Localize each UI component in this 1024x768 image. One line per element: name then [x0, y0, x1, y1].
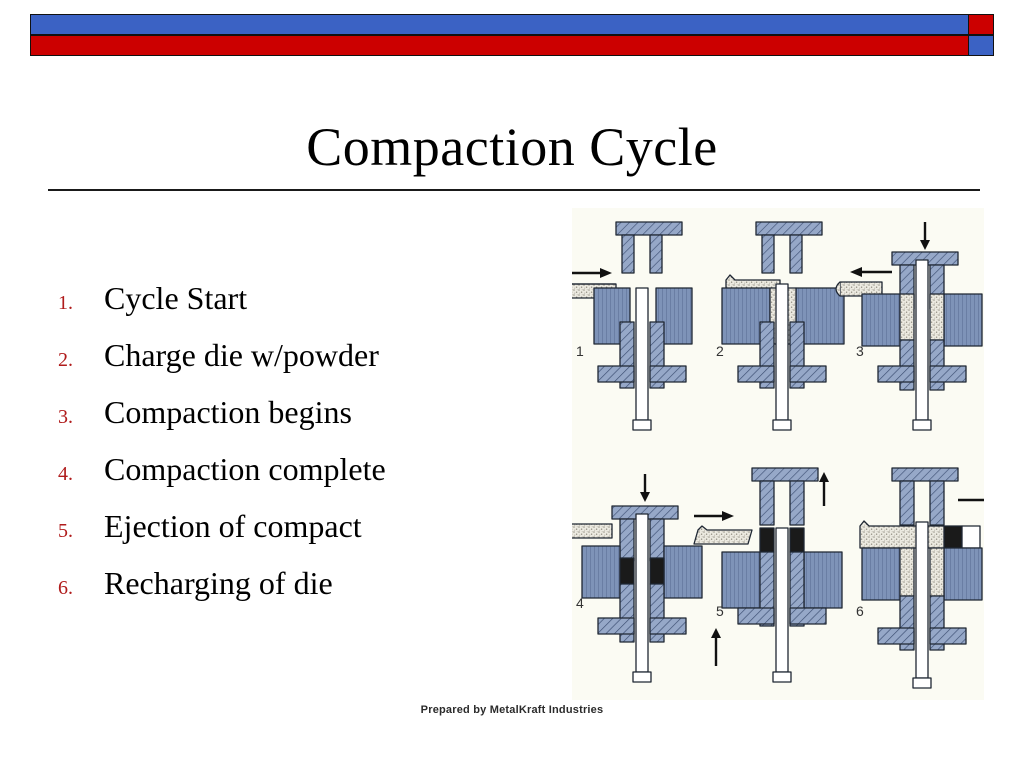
compaction-cycle-diagram: 1 2	[572, 208, 984, 700]
page-title: Compaction Cycle	[306, 117, 718, 177]
title-divider	[48, 189, 980, 191]
panel-3: 3	[835, 222, 983, 431]
arrow-core-up	[711, 628, 721, 666]
list-item-label: Cycle Start	[104, 280, 248, 316]
panel-number: 2	[716, 343, 724, 359]
arrow-shoe-right	[694, 511, 734, 521]
decorative-banner	[30, 14, 994, 58]
list-item-number: 4.	[58, 463, 73, 485]
list-item: 2. Charge die w/powder	[52, 337, 552, 394]
list-item-number: 1.	[58, 292, 73, 314]
list-item-number: 2.	[58, 349, 73, 371]
panel-number: 6	[856, 603, 864, 619]
list-item: 1. Cycle Start	[52, 280, 552, 337]
list-item-number: 6.	[58, 577, 73, 599]
list-item: 5. Ejection of compact	[52, 508, 552, 565]
panel-number: 1	[576, 343, 584, 359]
list-item-label: Ejection of compact	[104, 508, 362, 544]
compaction-step-list: 1. Cycle Start 2. Charge die w/powder 3.…	[52, 280, 552, 622]
panel-number: 5	[716, 603, 724, 619]
panel-number: 3	[856, 343, 864, 359]
list-item-label: Recharging of die	[104, 565, 333, 601]
list-item: 6. Recharging of die	[52, 565, 552, 622]
arrow-punch-right	[958, 498, 984, 502]
arrow-punch-down	[920, 222, 930, 250]
arrow-shoe-left	[850, 267, 892, 277]
banner-bar-blue	[30, 14, 994, 35]
panel-4: 4	[572, 474, 703, 683]
list-item-label: Charge die w/powder	[104, 337, 379, 373]
banner-bar-red	[30, 35, 994, 56]
panel-2: 2	[716, 221, 845, 431]
panel-number: 4	[576, 595, 584, 611]
arrow-punch-down	[640, 474, 650, 502]
arrow-shoe-right	[572, 268, 612, 278]
list-item-label: Compaction complete	[104, 451, 386, 487]
banner-cap-red	[968, 14, 994, 35]
list-item-number: 3.	[58, 406, 73, 428]
list-item: 3. Compaction begins	[52, 394, 552, 451]
panel-1: 1	[572, 221, 693, 431]
banner-cap-blue	[968, 35, 994, 56]
list-item-number: 5.	[58, 520, 73, 542]
list-item-label: Compaction begins	[104, 394, 352, 430]
list-item: 4. Compaction complete	[52, 451, 552, 508]
panel-5: 5	[693, 467, 843, 683]
arrow-punch-up	[819, 472, 829, 506]
footer-credit: Prepared by MetalKraft Industries	[420, 704, 604, 716]
panel-6: 6	[856, 467, 984, 689]
